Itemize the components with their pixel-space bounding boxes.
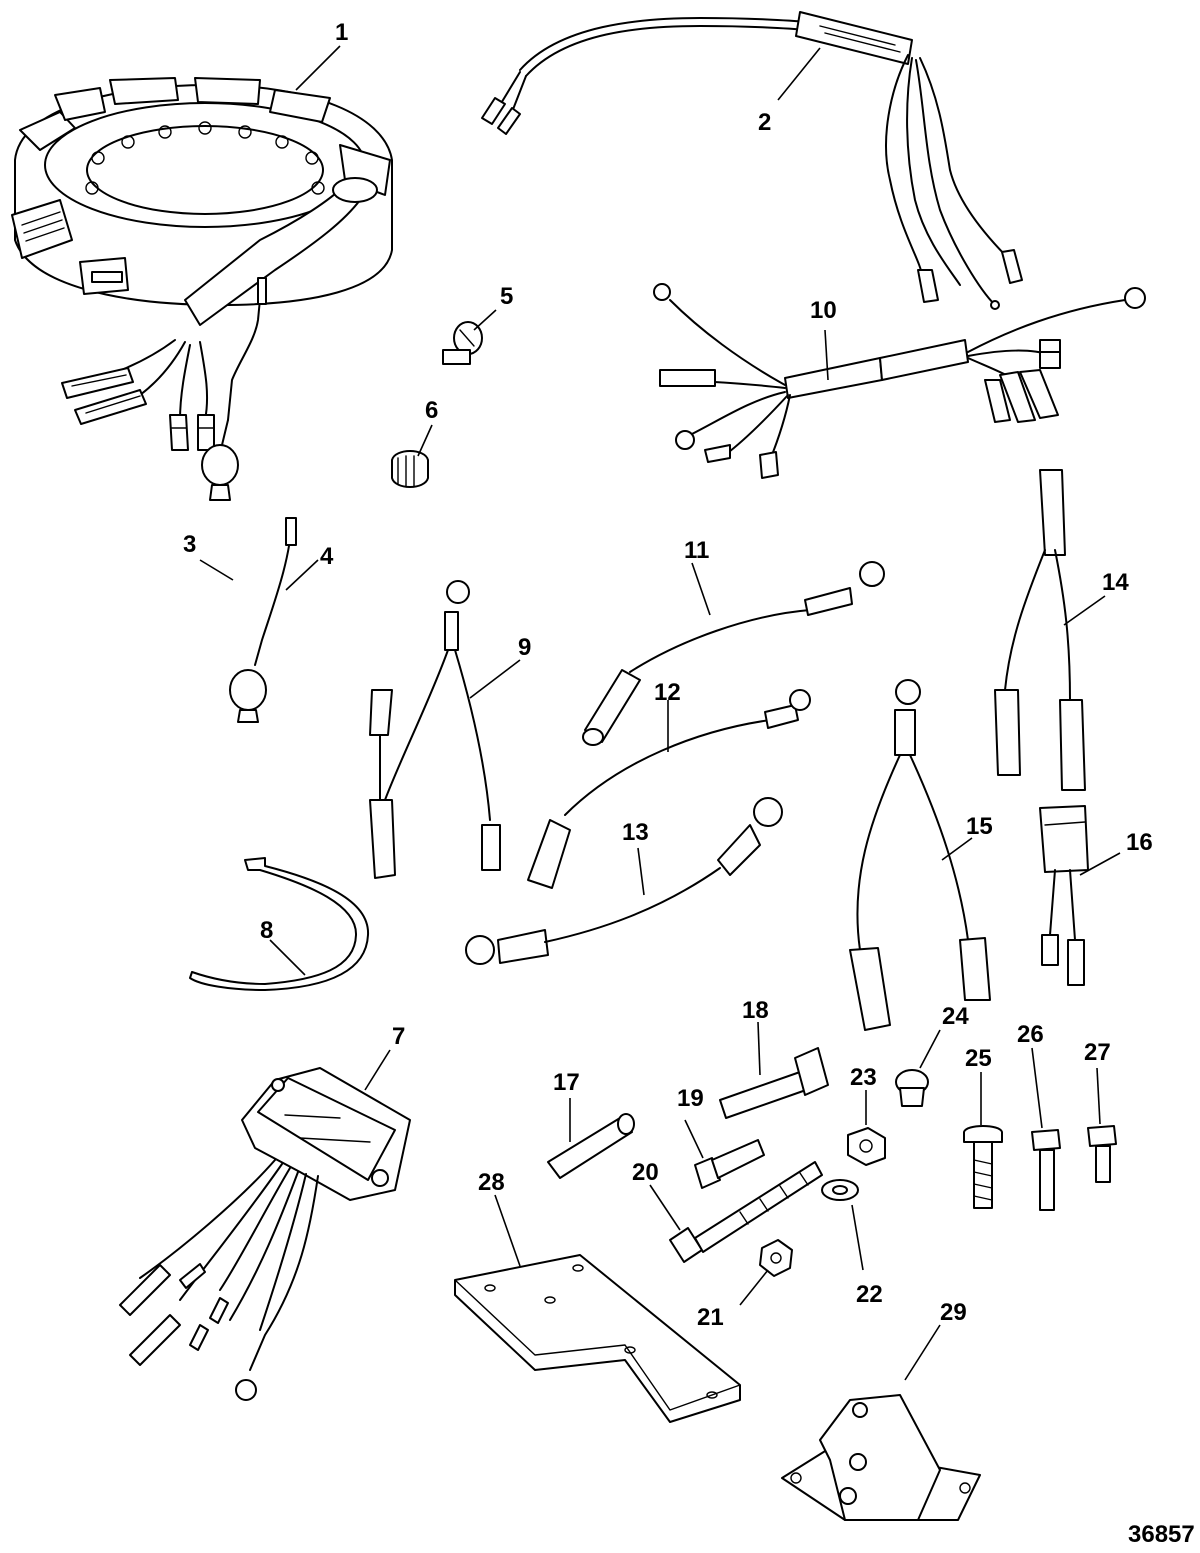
callout-22: 22: [856, 1281, 883, 1308]
callout-23: 23: [850, 1064, 877, 1091]
part-3-lead: [201, 277, 267, 501]
callout-8: 8: [260, 917, 273, 944]
callout-24: 24: [942, 1003, 969, 1030]
callout-4: 4: [320, 543, 334, 570]
part-11-lead: [582, 561, 885, 746]
callout-9: 9: [518, 634, 531, 661]
part-7-module: [119, 1067, 411, 1401]
figure-number: 36857: [1128, 1521, 1195, 1548]
part-8-strap: [189, 857, 370, 991]
part-22-washer: [821, 1179, 859, 1201]
callout-2: 2: [758, 109, 771, 136]
part-10-harness: [653, 283, 1146, 479]
callout-28: 28: [478, 1169, 505, 1196]
part-20-bolt: [669, 1161, 823, 1263]
part-27-screw: [1087, 1125, 1117, 1183]
callout-20: 20: [632, 1159, 659, 1186]
leader-lines: [199, 45, 1121, 1381]
callout-26: 26: [1017, 1021, 1044, 1048]
part-6-grommet: [391, 450, 429, 488]
part-9-y-harness: [369, 580, 501, 879]
callout-labels: 1 2 3 4 5 6 7 8 9 10 11 12 13 14 15 16 1…: [183, 19, 1153, 1331]
part-17-pin: [547, 1113, 635, 1179]
callout-1: 1: [335, 19, 348, 46]
callout-18: 18: [742, 997, 769, 1024]
callout-27: 27: [1084, 1039, 1111, 1066]
callout-6: 6: [425, 397, 438, 424]
part-14-lead: [994, 469, 1086, 791]
callout-12: 12: [654, 679, 681, 706]
part-18-bolt: [719, 1047, 829, 1119]
callout-15: 15: [966, 813, 993, 840]
part-29-solenoid: [781, 1394, 981, 1521]
part-25-screw: [963, 1125, 1003, 1209]
part-2-harness: [481, 11, 1023, 310]
callout-25: 25: [965, 1045, 992, 1072]
callout-13: 13: [622, 819, 649, 846]
part-28-plate: [454, 1254, 741, 1423]
callout-14: 14: [1102, 569, 1129, 596]
callout-3: 3: [183, 531, 196, 558]
callout-17: 17: [553, 1069, 580, 1096]
part-24-plug: [895, 1069, 929, 1107]
callout-7: 7: [392, 1023, 405, 1050]
callout-29: 29: [940, 1299, 967, 1326]
callout-5: 5: [500, 283, 513, 310]
callout-19: 19: [677, 1085, 704, 1112]
part-16-connector: [1039, 805, 1089, 986]
callout-21: 21: [697, 1304, 724, 1331]
callout-16: 16: [1126, 829, 1153, 856]
part-12-lead: [527, 689, 811, 889]
part-26-screw: [1031, 1129, 1061, 1211]
part-15-lead: [849, 679, 991, 1031]
part-13-lead: [465, 797, 783, 965]
part-23-nut: [847, 1127, 886, 1166]
callout-10: 10: [810, 297, 837, 324]
part-19-bolt: [694, 1139, 765, 1189]
part-1-stator: [11, 77, 393, 451]
callout-11: 11: [684, 537, 709, 564]
part-21-nut: [759, 1239, 793, 1277]
part-4-lead: [229, 517, 297, 723]
